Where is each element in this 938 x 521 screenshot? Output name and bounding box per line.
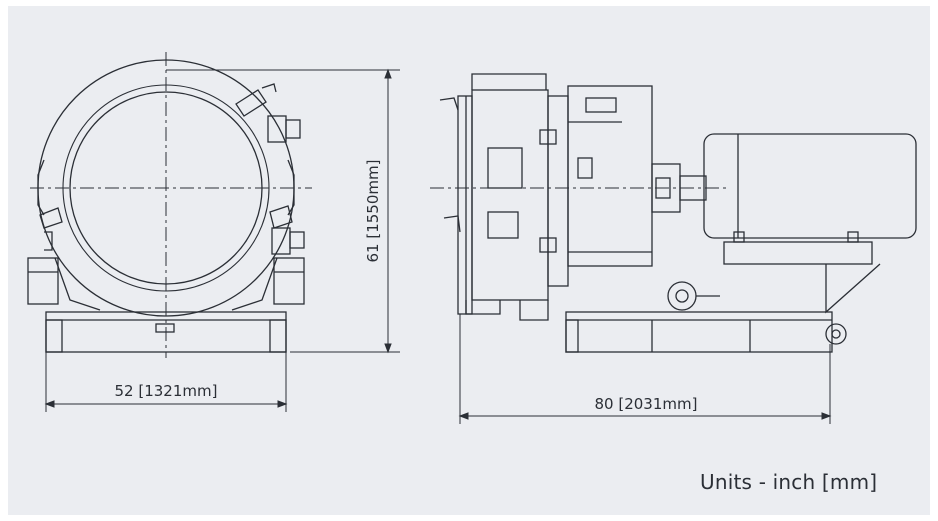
front-width-label: 52 [1321mm] (115, 382, 218, 400)
side-length-label: 80 [2031mm] (595, 395, 698, 413)
auxiliary-pump (667, 281, 697, 311)
valve-right-bottom (269, 205, 293, 229)
side-length-dimension (458, 314, 832, 424)
motor (703, 133, 917, 239)
lifting-eye (825, 323, 847, 345)
drawing-panel (8, 6, 930, 515)
front-width-dimension (44, 352, 288, 412)
gearbox (567, 85, 653, 267)
bearing-block (547, 95, 569, 287)
side-view (430, 73, 917, 353)
front-view (27, 52, 312, 358)
height-dimension (166, 68, 400, 354)
side-base (565, 311, 833, 353)
units-note: Units - inch [mm] (700, 470, 878, 494)
valve-left (39, 207, 63, 229)
height-label: 61 [1550mm] (364, 160, 382, 263)
valve-right-top (235, 89, 267, 117)
